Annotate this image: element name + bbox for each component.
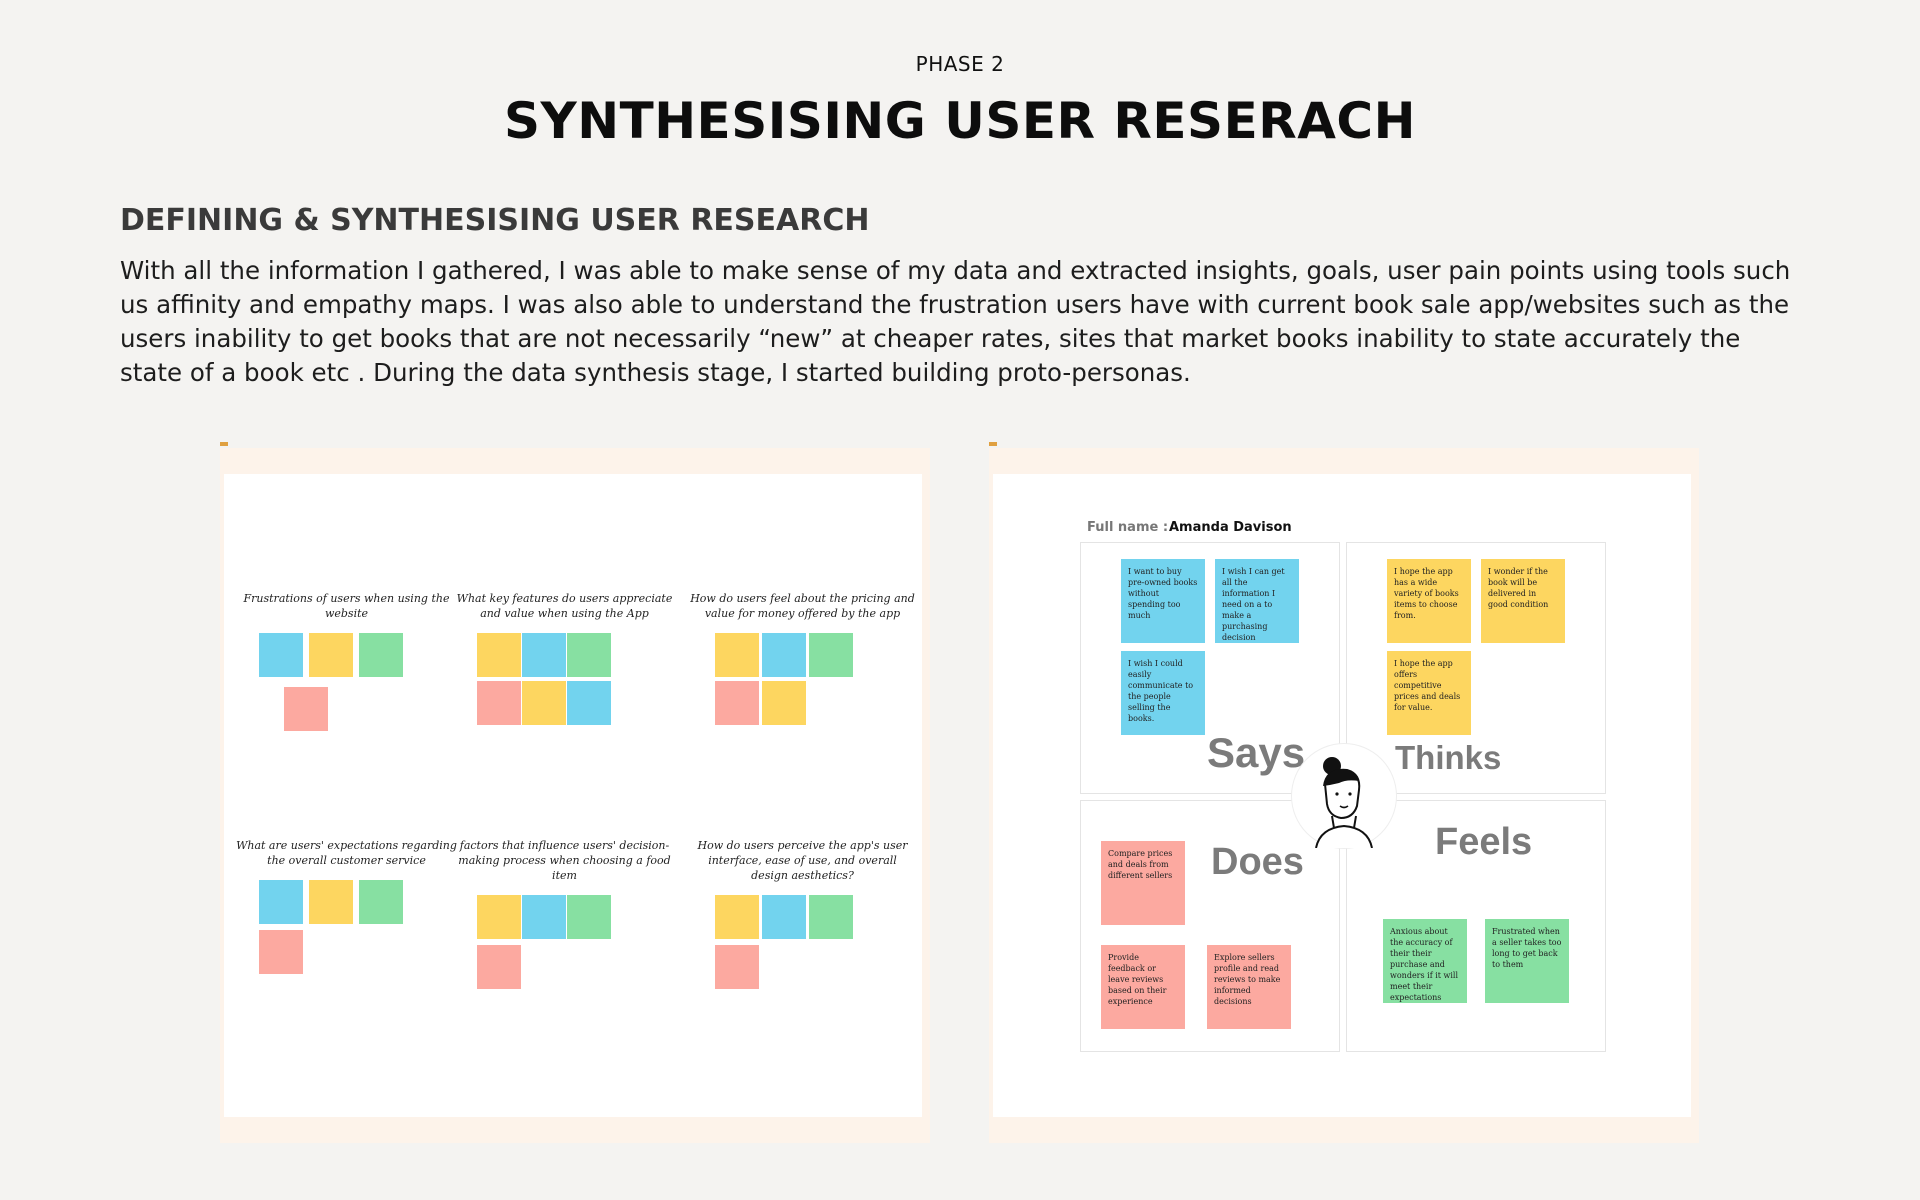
full-name-label: Full name : <box>1087 520 1169 535</box>
affinity-map-board: Frustrations of users when using the web… <box>220 442 930 1143</box>
cluster-title: How do users feel about the pricing and … <box>690 592 915 620</box>
affinity-cluster: How do users feel about the pricing and … <box>690 591 915 725</box>
cluster-title: Frustrations of users when using the web… <box>243 592 450 620</box>
cluster-title: What are users' expectations regarding t… <box>236 839 457 867</box>
sticky-note <box>259 880 303 924</box>
board-tab-marker <box>220 442 228 446</box>
board-tab-marker <box>989 442 997 446</box>
sticky-note <box>715 681 759 725</box>
sticky-note <box>762 895 806 939</box>
sticky-note <box>809 895 853 939</box>
quadrant-says: I want to buy pre-owned books without sp… <box>1080 542 1340 794</box>
sticky-note <box>259 633 303 677</box>
sticky-note <box>567 681 611 725</box>
quadrant-label-says: Says <box>1207 729 1306 776</box>
sticky-note <box>715 945 759 989</box>
sticky-note <box>477 633 521 677</box>
sticky-note: Explore sellers profile and read reviews… <box>1207 945 1291 1029</box>
sticky-note: I want to buy pre-owned books without sp… <box>1121 559 1205 643</box>
sticky-note <box>567 633 611 677</box>
affinity-cluster: How do users perceive the app's user int… <box>690 838 915 989</box>
sticky-note: Anxious about the accuracy of their thei… <box>1383 919 1467 1003</box>
affinity-cluster: factors that influence users' decision-m… <box>452 838 677 989</box>
quadrant-thinks: I hope the app has a wide variety of boo… <box>1346 542 1606 794</box>
sticky-note <box>715 895 759 939</box>
cluster-title: factors that influence users' decision-m… <box>458 839 671 882</box>
sticky-note <box>359 633 403 677</box>
sticky-note <box>477 681 521 725</box>
sticky-note: I hope the app offers competitive prices… <box>1387 651 1471 735</box>
sticky-note: Frustrated when a seller takes too long … <box>1485 919 1569 1003</box>
sticky-note <box>259 930 303 974</box>
empathy-map-board: Full name : Amanda Davison I want to buy… <box>989 442 1699 1143</box>
sticky-note <box>522 681 566 725</box>
sticky-note <box>309 633 353 677</box>
cluster-title: How do users perceive the app's user int… <box>697 839 908 882</box>
sticky-note <box>477 895 521 939</box>
affinity-cluster: What key features do users appreciate an… <box>452 591 677 725</box>
sticky-note <box>809 633 853 677</box>
sticky-note: I hope the app has a wide variety of boo… <box>1387 559 1471 643</box>
quadrant-does: Compare prices and deals from different … <box>1080 800 1340 1052</box>
sticky-note: I wonder if the book will be delivered i… <box>1481 559 1565 643</box>
sticky-note <box>762 633 806 677</box>
phase-label: PHASE 2 <box>915 52 1005 76</box>
section-paragraph: With all the information I gathered, I w… <box>120 256 1791 387</box>
sticky-note <box>477 945 521 989</box>
sticky-note: I wish I could easily communicate to the… <box>1121 651 1205 735</box>
sticky-note <box>284 687 328 731</box>
section-heading: DEFINING & SYNTHESISING USER RESEARCH <box>120 203 870 238</box>
quadrant-label-thinks: Thinks <box>1395 739 1502 776</box>
sticky-note <box>309 880 353 924</box>
quadrant-label-feels: Feels <box>1435 821 1533 863</box>
affinity-map-canvas: Frustrations of users when using the web… <box>224 474 922 1117</box>
page-title: SYNTHESISING USER RESERACH <box>504 92 1416 150</box>
cluster-title: What key features do users appreciate an… <box>456 592 673 620</box>
sticky-note <box>522 895 566 939</box>
quadrant-feels: Feels Anxious about the accuracy of thei… <box>1346 800 1606 1052</box>
affinity-cluster: Frustrations of users when using the web… <box>234 591 459 731</box>
sticky-note <box>715 633 759 677</box>
affinity-cluster: What are users' expectations regarding t… <box>234 838 459 974</box>
sticky-note <box>567 895 611 939</box>
full-name-value: Amanda Davison <box>1169 520 1292 535</box>
sticky-note <box>522 633 566 677</box>
persona-avatar <box>1292 744 1396 849</box>
persona-illustration-icon <box>1315 757 1373 849</box>
sticky-note <box>762 681 806 725</box>
sticky-note <box>359 880 403 924</box>
empathy-map-canvas: Full name : Amanda Davison I want to buy… <box>993 474 1691 1117</box>
sticky-note: Provide feedback or leave reviews based … <box>1101 945 1185 1029</box>
sticky-note: Compare prices and deals from different … <box>1101 841 1185 925</box>
quadrant-label-does: Does <box>1211 841 1304 883</box>
sticky-note: I wish I can get all the information I n… <box>1215 559 1299 643</box>
